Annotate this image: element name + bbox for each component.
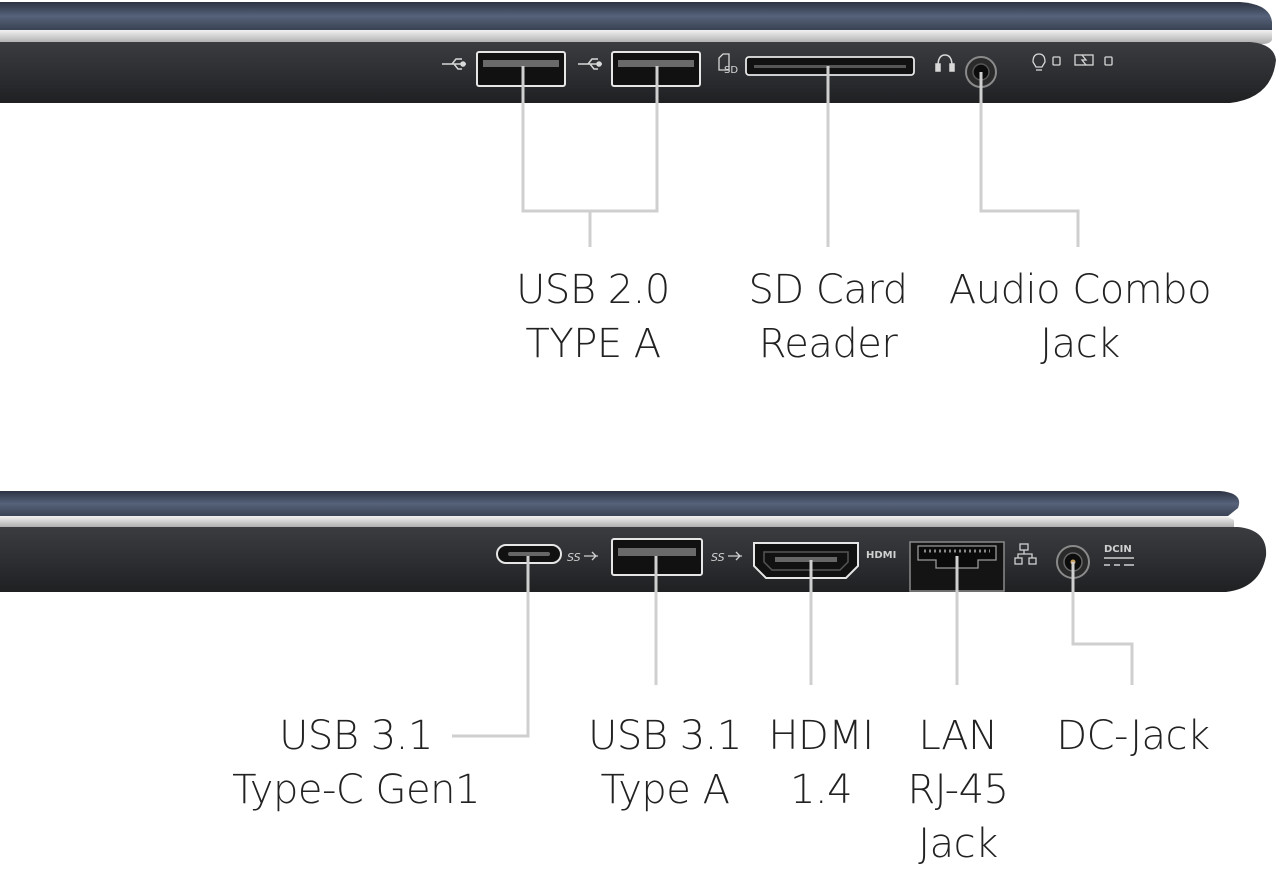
silver-trim xyxy=(0,516,1234,528)
ss-usb-icon: SS xyxy=(711,551,742,564)
label-line: USB 3.1 xyxy=(279,713,433,759)
label-line: USB 2.0 xyxy=(516,267,670,313)
lan-label: LAN RJ-45 Jack xyxy=(898,709,1018,871)
label-line: Type A xyxy=(600,767,730,813)
label-line: Reader xyxy=(758,321,898,367)
audio-label: Audio Combo Jack xyxy=(940,263,1220,371)
label-line: Jack xyxy=(1040,321,1120,367)
usb-3-label: USB 3.1 Type A xyxy=(580,709,750,817)
label-line: HDMI xyxy=(768,713,874,759)
lid xyxy=(0,2,1272,30)
callout-audio xyxy=(979,72,1080,247)
label-line: USB 3.1 xyxy=(588,713,742,759)
headset-icon xyxy=(935,54,955,72)
label-line: Type-C Gen1 xyxy=(232,767,480,813)
lid xyxy=(0,491,1240,516)
label-line: LAN xyxy=(918,713,999,759)
label-line: Jack xyxy=(918,821,998,867)
laptop-right-side: SS SS HDMI xyxy=(0,491,1267,592)
dc-jack-label: DC-Jack xyxy=(1050,709,1216,763)
usb-c-label: USB 3.1 Type-C Gen1 xyxy=(226,709,486,817)
sd-card-label: SD Card Reader xyxy=(738,263,918,371)
sd-card-icon: SD xyxy=(718,53,738,76)
svg-text:DCIN: DCIN xyxy=(1104,544,1132,555)
bottom-callouts xyxy=(452,556,1134,738)
silver-trim xyxy=(0,30,1272,44)
callout-usb-c xyxy=(452,556,530,738)
callout-usb-2 xyxy=(521,66,659,247)
label-line: Audio Combo xyxy=(948,267,1212,313)
usb-icon xyxy=(578,58,602,70)
label-line: SD Card xyxy=(748,267,908,313)
svg-text:SS: SS xyxy=(567,551,581,564)
label-line: RJ-45 xyxy=(907,767,1010,813)
label-line: DC-Jack xyxy=(1056,713,1210,759)
usb-2-label: USB 2.0 TYPE A xyxy=(505,263,681,371)
label-line: 1.4 xyxy=(789,767,853,813)
svg-text:SS: SS xyxy=(711,551,725,564)
battery-led-icon xyxy=(1074,54,1113,66)
hdmi-silkscreen: HDMI xyxy=(866,550,896,561)
dcin-silkscreen: DCIN xyxy=(1104,544,1134,566)
hdmi-label: HDMI 1.4 xyxy=(756,709,886,817)
network-icon xyxy=(1014,543,1037,565)
usb-icon xyxy=(442,58,466,70)
callout-dc-jack xyxy=(1071,562,1134,685)
hdmi-port xyxy=(753,542,859,579)
power-led-icon xyxy=(1032,53,1061,71)
ss-usb-icon: SS xyxy=(567,551,598,564)
laptop-left-side: SD xyxy=(0,2,1276,103)
sd-card-slot xyxy=(745,56,915,76)
svg-text:SD: SD xyxy=(724,65,738,76)
top-callouts xyxy=(521,66,1080,247)
label-line: TYPE A xyxy=(525,321,661,367)
usb-2-port-1 xyxy=(476,51,566,87)
